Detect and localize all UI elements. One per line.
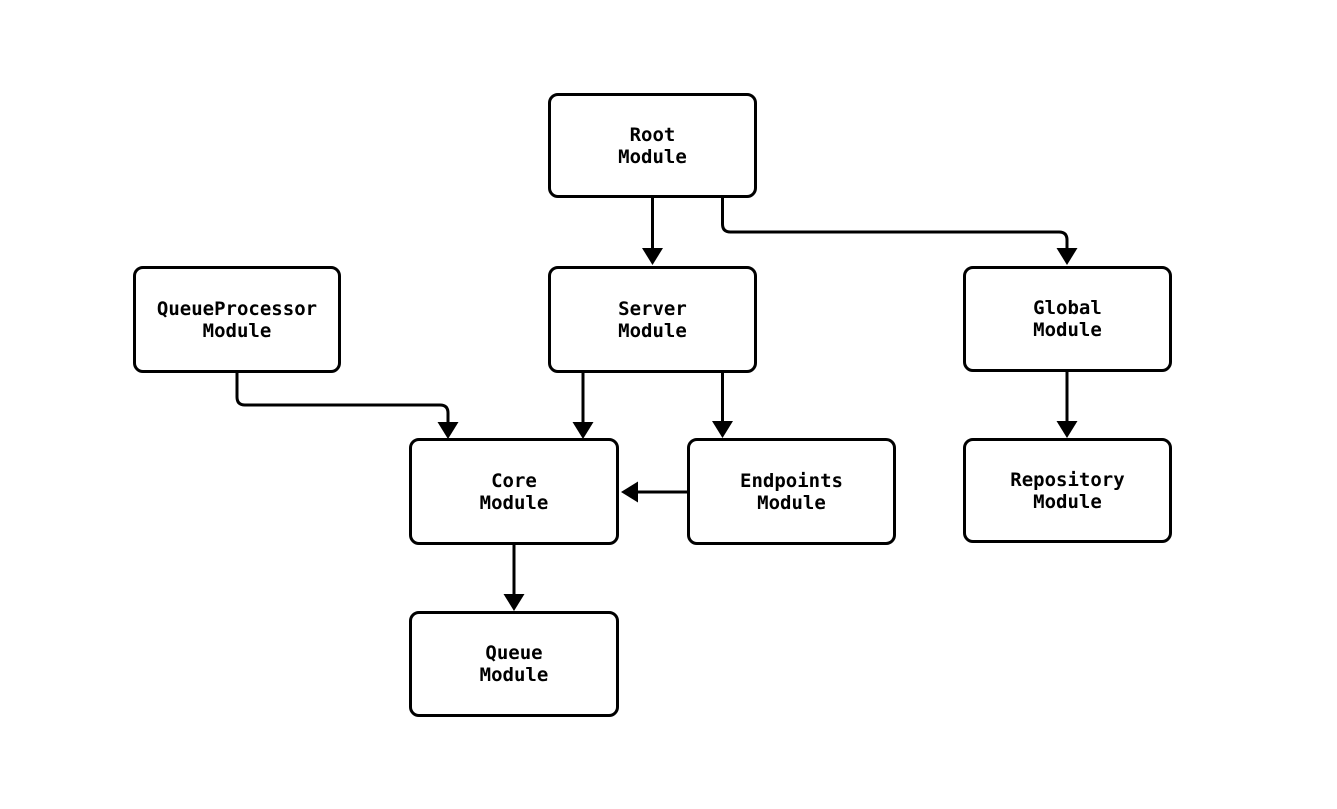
arrowhead-down-icon bbox=[1056, 248, 1078, 265]
edge-global-to-repository bbox=[1056, 372, 1078, 438]
arrowhead-down-icon bbox=[712, 421, 733, 438]
edge-server-to-core bbox=[572, 373, 594, 439]
arrowhead-down-icon bbox=[572, 422, 594, 439]
edge-queueprocessor-to-core bbox=[235, 373, 459, 439]
node-repository-module: Repository Module bbox=[963, 438, 1172, 543]
edge-core-to-queue bbox=[503, 545, 525, 611]
node-queueprocessor-module: QueueProcessor Module bbox=[133, 266, 341, 373]
node-root-module: Root Module bbox=[548, 93, 757, 198]
arrowhead-down-icon bbox=[1056, 421, 1078, 438]
arrowhead-down-icon bbox=[642, 248, 663, 265]
node-endpoints-module: Endpoints Module bbox=[687, 438, 896, 545]
arrowhead-down-icon bbox=[503, 594, 525, 611]
node-global-module: Global Module bbox=[963, 266, 1172, 372]
node-core-module: Core Module bbox=[409, 438, 619, 545]
arrowhead-left-icon bbox=[621, 481, 638, 503]
edge-server-to-endpoints bbox=[712, 373, 733, 438]
edge-root-to-global bbox=[721, 198, 1078, 265]
edge-endpoints-to-core bbox=[621, 481, 687, 503]
arrowhead-down-icon bbox=[437, 422, 459, 439]
edge-root-to-server bbox=[642, 198, 663, 265]
node-server-module: Server Module bbox=[548, 266, 757, 373]
node-queue-module: Queue Module bbox=[409, 611, 619, 717]
